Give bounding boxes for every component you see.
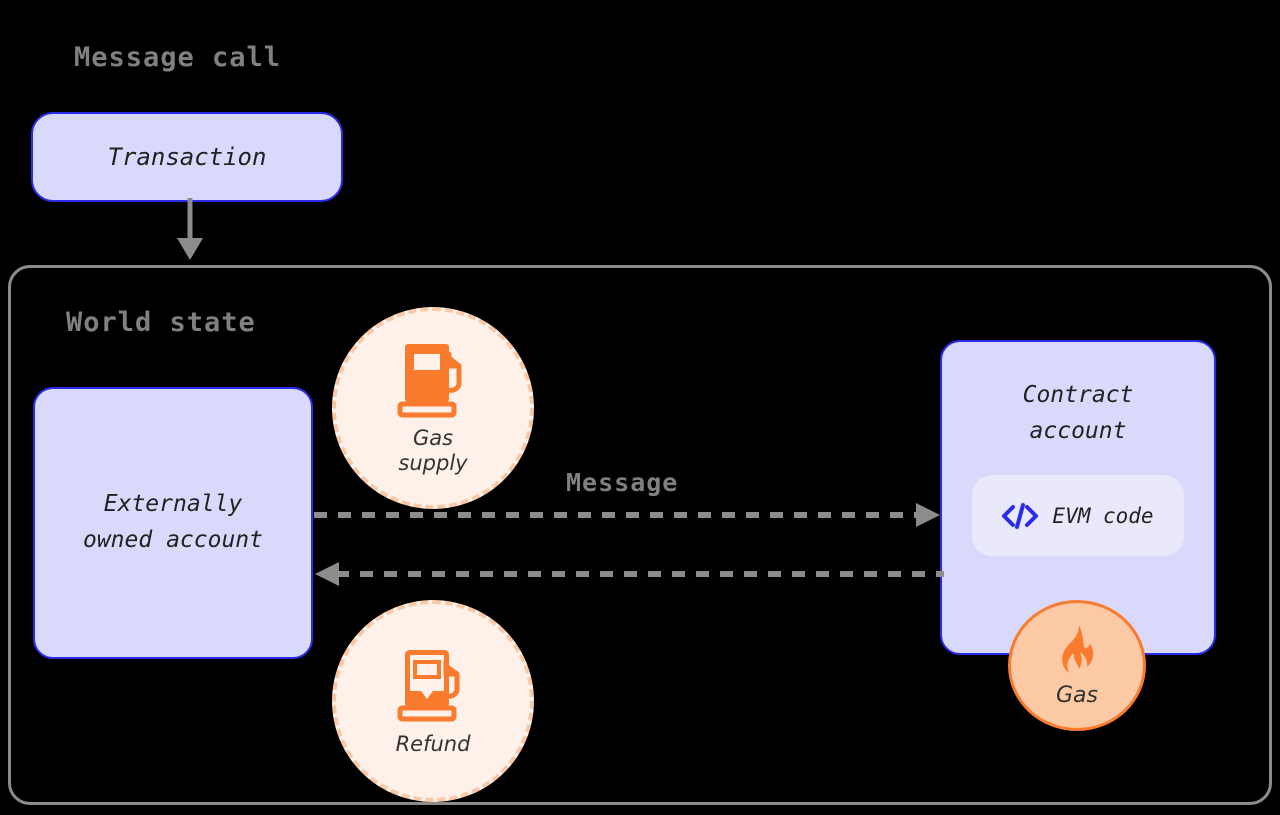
- node-transaction-label: Transaction: [107, 143, 267, 171]
- node-externally-owned-account[interactable]: Externally owned account: [33, 387, 313, 659]
- world-state-container: [8, 265, 1272, 805]
- evm-code-chip-label: EVM code: [1052, 503, 1154, 528]
- fuel-pump-partial-icon: [397, 649, 460, 722]
- edge-message-return: [315, 562, 944, 586]
- message-arrows: [314, 503, 944, 586]
- code-brackets-icon: [1002, 502, 1039, 529]
- flame-icon: [1062, 625, 1094, 673]
- page-title: Message call: [74, 42, 282, 73]
- node-contract-account-label: Contract account: [1022, 382, 1134, 444]
- badge-gas-supply[interactable]: Gas supply: [332, 307, 534, 509]
- down-arrow-icon: [177, 198, 203, 260]
- node-transaction[interactable]: Transaction: [31, 112, 343, 202]
- world-state-title: World state: [66, 307, 256, 338]
- badge-refund[interactable]: Refund: [332, 600, 534, 802]
- badge-refund-label: Refund: [395, 731, 471, 756]
- fuel-pump-full-icon: [397, 344, 462, 418]
- edge-label-message: Message: [566, 468, 679, 497]
- evm-code-chip[interactable]: EVM code: [972, 475, 1184, 557]
- badge-gas-label: Gas: [1056, 683, 1098, 708]
- node-externally-owned-account-label: Externally owned account: [82, 491, 263, 553]
- badge-gas-supply-label: Gas supply: [398, 426, 468, 475]
- badge-gas[interactable]: Gas: [1008, 600, 1146, 731]
- edge-message-outbound: [314, 503, 940, 527]
